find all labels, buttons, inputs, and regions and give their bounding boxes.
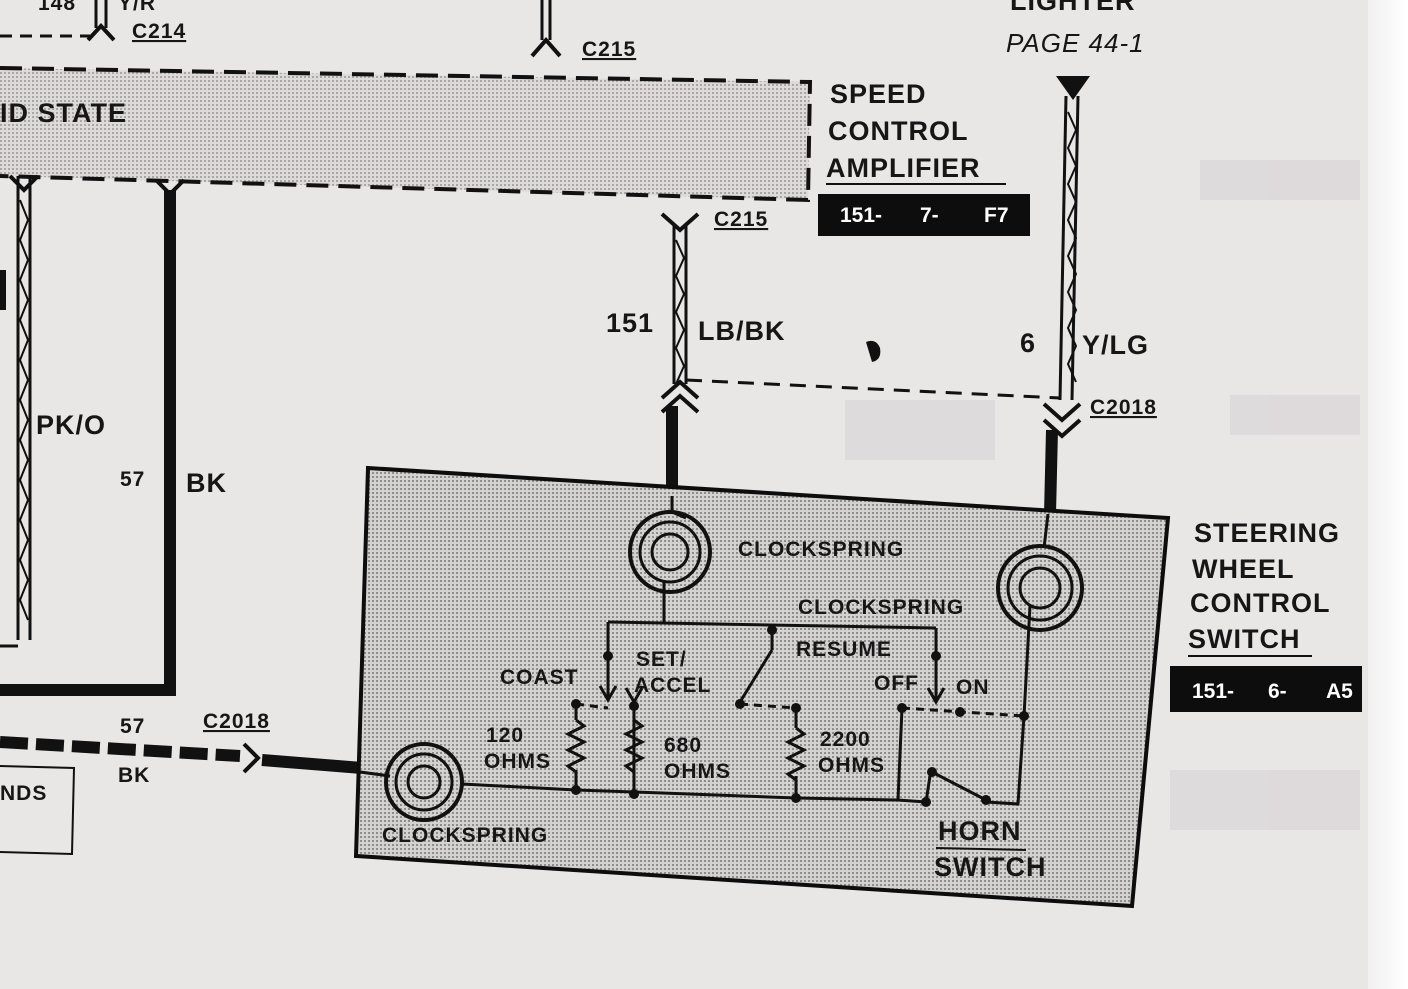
connector-c214: C214 [132,20,186,43]
ink-mark [866,340,881,362]
steering-wheel-control-switch: CLOCKSPRING CLOCKSPRING CLOCKSPRING [353,465,1171,909]
connector-c2018-left: C2018 [203,710,270,733]
connector-c215-mid: C215 [714,208,768,231]
resistor-2200-value: 2200 [820,728,871,751]
horn-label: HORN [938,816,1022,846]
set-label: SET/ [636,648,687,671]
wire-color-label: Y/R [118,0,156,15]
speed-control-ref-1: 151- [840,204,882,227]
speed-control-title-2: CONTROL [828,116,968,146]
steering-title-2: WHEEL [1192,554,1295,584]
clockspring-a: CLOCKSPRING [628,496,904,622]
solid-state-partial-label: ID STATE [0,98,127,128]
steering-title-4: SWITCH [1188,624,1300,654]
wire-57-color-b: BK [118,764,150,787]
lighter-arrow-icon [1056,76,1090,100]
resistor-680-unit: OHMS [664,760,731,783]
c215-top-connector: C215 [530,0,636,61]
on-label: ON [956,676,990,699]
wire-6-num: 6 [1020,328,1036,358]
left-wires: PK/O 57 BK 57 BK C2018 NDS [0,174,363,856]
resistor-2200-unit: OHMS [818,754,885,777]
junction-dots [571,625,1029,807]
clockspring-c: CLOCKSPRING [359,742,548,847]
speed-control-ref-3: F7 [984,204,1009,227]
horn-switch-label: SWITCH [934,852,1046,882]
wire-pko-color: PK/O [36,410,106,440]
clockspring-a-label: CLOCKSPRING [738,538,904,561]
lighter-page-ref: PAGE 44-1 [1006,28,1145,58]
connector-link-dashed [685,378,1061,400]
wire-151: C215 151 LB/BK [606,208,786,496]
resume-label: RESUME [796,638,892,661]
resistor-680-value: 680 [664,734,702,757]
wire-num-label: 148 [38,0,76,15]
connector-c215-top: C215 [582,38,636,61]
steering-switch-title: STEERING WHEEL CONTROL SWITCH 151- 6- A5 [1170,518,1362,712]
bottom-left-partial-label: NDS [0,782,47,805]
steering-ref-2: 6- [1268,680,1287,703]
steering-ref-1: 151- [1192,680,1234,703]
clockspring-c-label: CLOCKSPRING [382,824,548,847]
speed-control-amplifier: ID STATE SPEED CONTROL AMPLIFIER 151- 7-… [0,66,1030,236]
clockspring-b: CLOCKSPRING [798,513,1084,806]
wire-6: LIGHTER PAGE 44-1 6 Y/LG C2018 [1006,0,1157,515]
steering-ref-box [1170,666,1362,712]
off-label: OFF [874,672,919,695]
wire-57-num-b: 57 [120,715,145,738]
resistor-120-value: 120 [486,724,524,747]
steering-ref-3: A5 [1326,680,1353,703]
wire-151-color: LB/BK [698,316,786,346]
accel-label: ACCEL [634,674,711,697]
clockspring-b-label: CLOCKSPRING [798,596,964,619]
speed-control-ref-2: 7- [920,204,939,227]
connector-c2018-right: C2018 [1090,396,1157,419]
speed-control-title-1: SPEED [830,79,927,109]
wire-57-color-a: BK [186,468,227,498]
switch-network [461,620,1025,804]
resistor-120-unit: OHMS [484,750,551,773]
speed-control-ref-box [818,194,1030,236]
wire-151-num: 151 [606,308,654,338]
wire-57-num-a: 57 [120,468,145,491]
speed-control-title-3: AMPLIFIER [826,153,981,183]
coast-label: COAST [500,666,579,689]
wire-6-color: Y/LG [1082,330,1149,360]
steering-title-3: CONTROL [1190,588,1330,618]
lighter-title: LIGHTER [1010,0,1136,16]
top-left-partial: 148 Y/R C214 [0,0,186,43]
steering-title-1: STEERING [1194,518,1340,548]
paper-edge [1368,0,1408,989]
